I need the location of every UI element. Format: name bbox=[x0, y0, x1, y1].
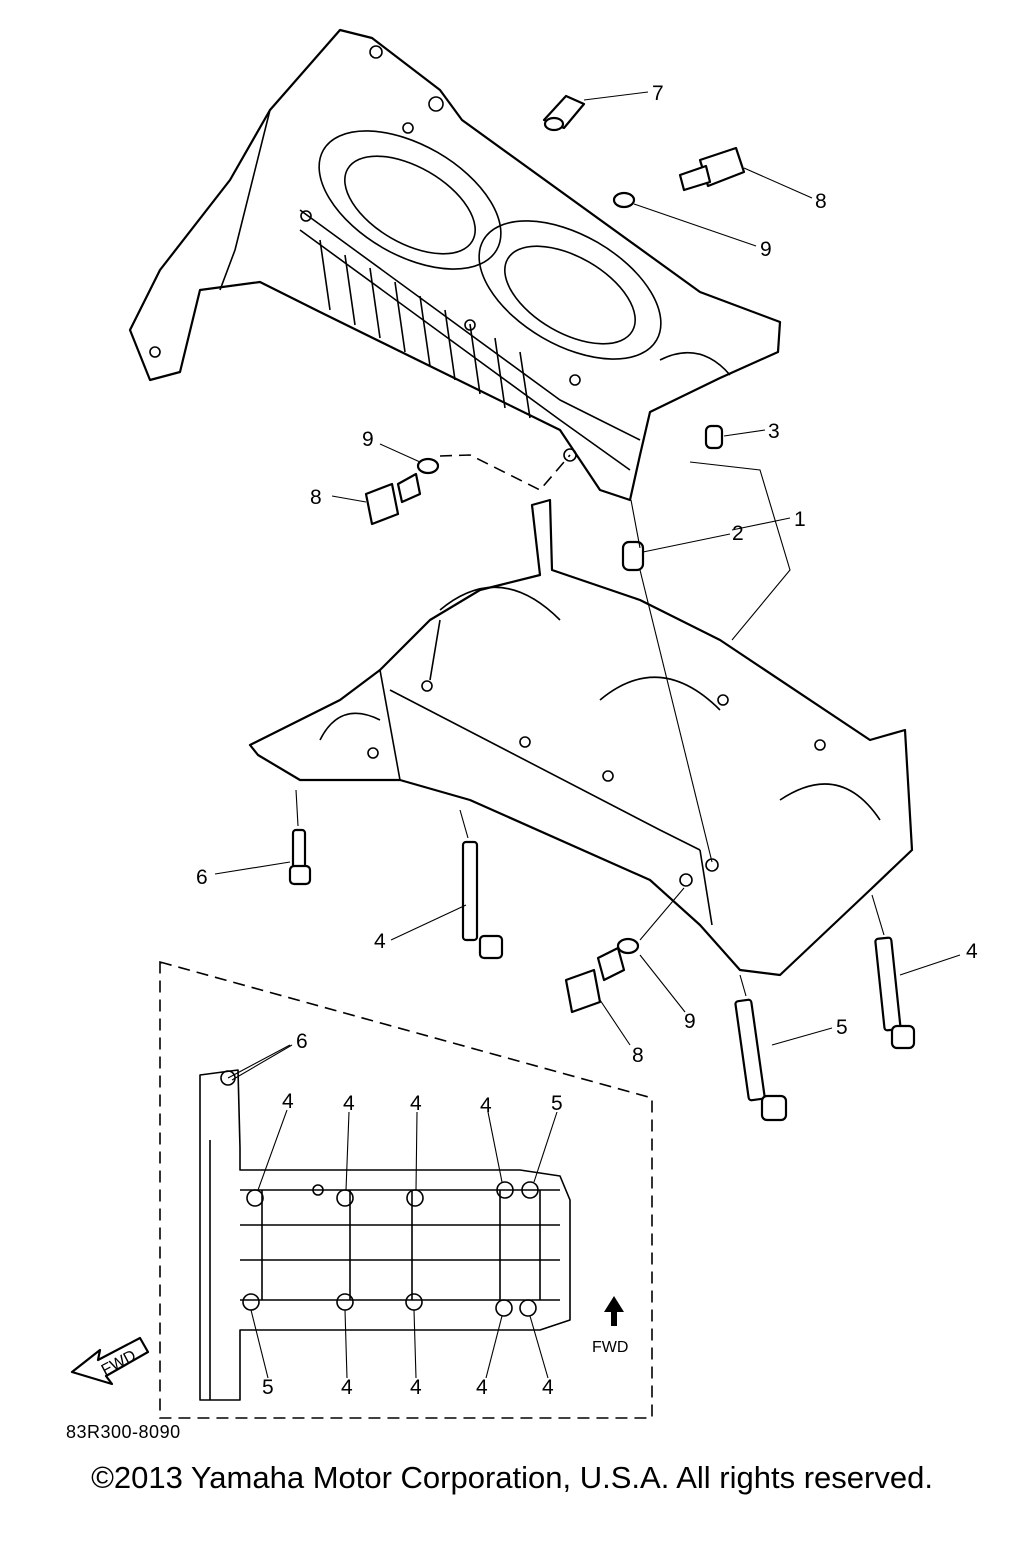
label-8-lower: 8 bbox=[632, 1044, 644, 1067]
inset-label-4-d: 4 bbox=[480, 1094, 492, 1117]
label-9-mid: 9 bbox=[362, 428, 374, 451]
inset-fwd-text: FWD bbox=[592, 1339, 628, 1356]
label-8-upper: 8 bbox=[815, 190, 827, 213]
inset-label-4-h: 4 bbox=[542, 1376, 554, 1399]
bolt-part-4-left bbox=[461, 840, 504, 960]
bolt-part-6 bbox=[288, 828, 312, 886]
diagram-code: 83R300-8090 bbox=[66, 1422, 181, 1442]
lower-crankcase bbox=[248, 498, 914, 977]
inset-label-4-c: 4 bbox=[410, 1092, 422, 1115]
fwd-direction-arrow-icon: FWD bbox=[70, 1336, 150, 1386]
inset-label-5-top: 5 bbox=[551, 1092, 563, 1115]
label-6: 6 bbox=[196, 866, 208, 889]
bolt-part-8-upper bbox=[678, 146, 746, 192]
fwd-up-arrow-icon bbox=[604, 1296, 624, 1326]
label-4-right: 4 bbox=[966, 940, 978, 963]
washer-part-9-mid bbox=[416, 457, 440, 475]
inset-label-4-e: 4 bbox=[341, 1376, 353, 1399]
stud-part-7 bbox=[542, 94, 586, 132]
leader-lines bbox=[214, 91, 961, 1081]
part-labels: 7 8 9 3 9 8 2 1 6 4 4 9 8 5 6 4 4 4 4 5 … bbox=[196, 82, 978, 1399]
label-9-lower: 9 bbox=[684, 1010, 696, 1033]
label-8-mid: 8 bbox=[310, 486, 322, 509]
bolt-part-5 bbox=[734, 998, 788, 1122]
label-9-upper: 9 bbox=[760, 238, 772, 261]
label-1: 1 bbox=[794, 508, 806, 531]
label-2: 2 bbox=[732, 522, 744, 545]
bolt-part-8-mid bbox=[364, 472, 422, 526]
label-4-left: 4 bbox=[374, 930, 386, 953]
label-7: 7 bbox=[652, 82, 664, 105]
inset-label-6: 6 bbox=[296, 1030, 308, 1053]
label-5: 5 bbox=[836, 1016, 848, 1039]
bolt-part-8-lower bbox=[564, 946, 626, 1014]
washer-part-9-upper bbox=[612, 191, 636, 209]
label-3: 3 bbox=[768, 420, 780, 443]
copyright-notice: ©2013 Yamaha Motor Corporation, U.S.A. A… bbox=[91, 1460, 933, 1495]
dowel-part-2 bbox=[621, 540, 645, 572]
bolt-part-4-right bbox=[874, 936, 916, 1050]
inset-label-5-bottom: 5 bbox=[262, 1376, 274, 1399]
alignment-lines bbox=[295, 454, 885, 997]
washer-part-9-lower bbox=[616, 937, 640, 955]
inset-label-4-a: 4 bbox=[282, 1090, 294, 1113]
bottom-view-inset bbox=[159, 960, 653, 1419]
inset-label-4-f: 4 bbox=[410, 1376, 422, 1399]
inset-label-4-b: 4 bbox=[343, 1092, 355, 1115]
inset-label-4-g: 4 bbox=[476, 1376, 488, 1399]
upper-crankcase bbox=[128, 28, 782, 502]
dowel-part-3 bbox=[704, 424, 724, 450]
